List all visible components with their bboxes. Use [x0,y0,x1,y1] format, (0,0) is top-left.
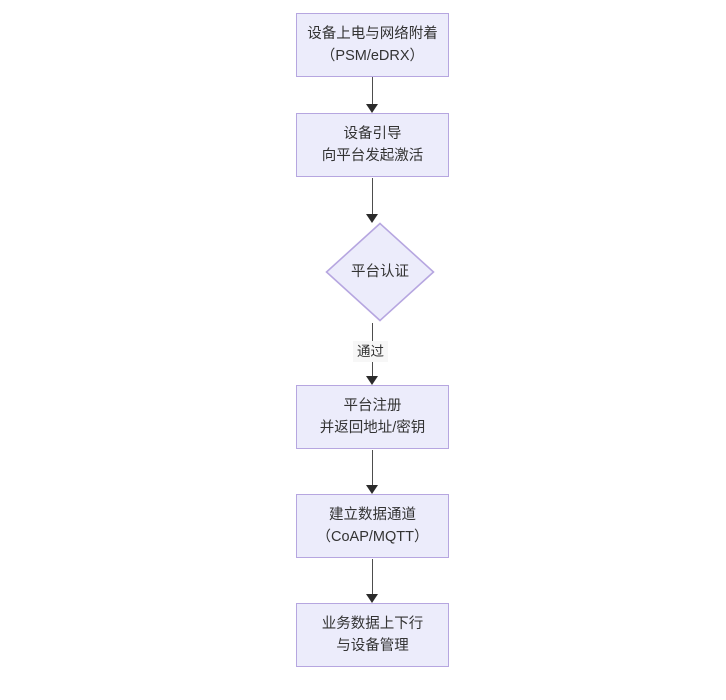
node-text-line: 设备引导 [343,126,402,142]
connector-line-5 [372,559,373,594]
connector-arrowhead-2 [366,214,378,223]
connector-line-4 [372,450,373,485]
node-text-line: 建立数据通道 [329,507,416,523]
node-text-line: 设备上电与网络附着 [307,26,438,42]
flowchart-node-business-data[interactable]: 业务数据上下行 与设备管理 [296,603,449,667]
flowchart-node-device-power-on[interactable]: 设备上电与网络附着 （PSM/eDRX） [296,13,449,77]
edge-label-pass: 通过 [353,341,388,362]
flowchart-node-device-bootstrap[interactable]: 设备引导 向平台发起激活 [296,113,449,177]
node-text-line: 向平台发起激活 [321,148,424,164]
connector-arrowhead-4 [366,485,378,494]
diamond-shape-icon [325,222,435,322]
connector-line-2 [372,178,373,214]
node-text-line: 平台注册 [343,398,402,414]
connector-arrowhead-3 [366,376,378,385]
node-text-line: 并返回地址/密钥 [319,420,426,436]
flowchart-node-establish-data-channel[interactable]: 建立数据通道 （CoAP/MQTT） [296,494,449,558]
node-text-line: 业务数据上下行 [321,616,424,632]
node-text-line: 与设备管理 [336,638,409,654]
connector-arrowhead-5 [366,594,378,603]
flowchart-node-platform-auth[interactable]: 平台认证 [325,222,435,322]
connector-line-1 [372,77,373,104]
node-text-line: （PSM/eDRX） [320,48,425,64]
flowchart-node-platform-register[interactable]: 平台注册 并返回地址/密钥 [296,385,449,449]
connector-arrowhead-1 [366,104,378,113]
node-text-line: （CoAP/MQTT） [316,529,429,545]
